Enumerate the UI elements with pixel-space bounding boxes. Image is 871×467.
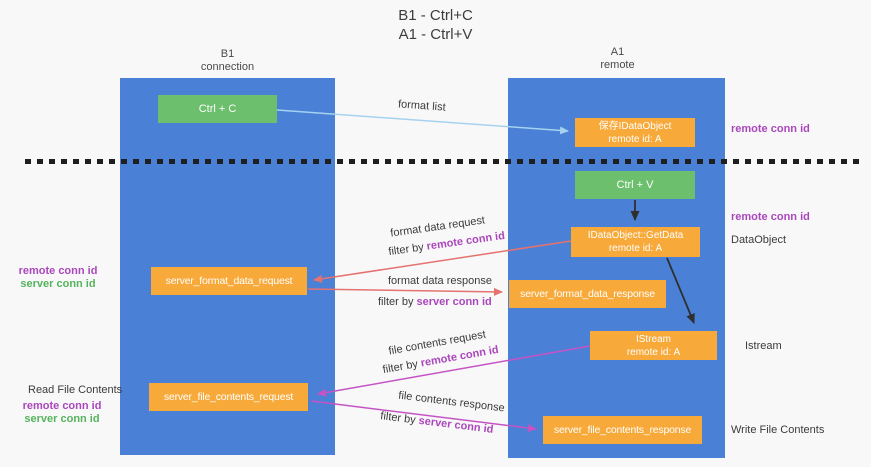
- filter-by-text: filter by: [379, 410, 417, 427]
- node-save-dataobject-line1: 保存IDataObject: [598, 120, 672, 132]
- annotation-remote-conn-id-mid: remote conn id: [731, 211, 810, 223]
- node-istream: IStream remote id: A: [590, 331, 717, 360]
- annotation-bottom-conn-group: remote conn id server conn id: [12, 400, 112, 426]
- lane-b1-role: connection: [200, 61, 255, 73]
- filter-by-text: filter by: [381, 358, 419, 377]
- annotation-left-remote-conn: remote conn id: [18, 265, 98, 277]
- annotation-dataobject: DataObject: [731, 234, 787, 246]
- node-ctrl-v: Ctrl + V: [575, 171, 695, 199]
- lane-header-a1: A1 remote: [550, 46, 685, 72]
- node-idataobject-getdata: IDataObject::GetData remote id: A: [571, 227, 700, 257]
- node-save-dataobject-line2: remote id: A: [608, 133, 662, 145]
- edge-label-format-list: format list: [397, 98, 447, 114]
- node-save-dataobject: 保存IDataObject remote id: A: [575, 118, 695, 147]
- format-request-label: server_format_data_request: [165, 275, 293, 287]
- file-request-label: server_file_contents_request: [163, 391, 294, 403]
- node-server-file-contents-request: server_file_contents_request: [149, 383, 308, 411]
- annotation-left-conn-group: remote conn id server conn id: [8, 265, 108, 291]
- node-server-file-contents-response: server_file_contents_response: [543, 416, 702, 444]
- node-server-format-data-request: server_format_data_request: [151, 267, 307, 295]
- node-server-format-data-response: server_format_data_response: [509, 280, 666, 308]
- server-conn-id-text: server conn id: [416, 296, 492, 308]
- remote-conn-id-text: remote conn id: [425, 229, 506, 253]
- edge-label-format-data-response: format data response: [388, 275, 492, 287]
- server-conn-id-text: server conn id: [417, 414, 495, 436]
- lane-b1-name: B1: [220, 48, 235, 60]
- node-getdata-line1: IDataObject::GetData: [587, 230, 684, 241]
- diagram-title: B1 - Ctrl+C A1 - Ctrl+V: [0, 6, 871, 44]
- lane-a1-name: A1: [610, 46, 625, 58]
- annotation-remote-conn-id-top: remote conn id: [731, 123, 810, 135]
- phase-divider-line: [25, 159, 862, 164]
- annotation-bottom-remote-conn: remote conn id: [22, 400, 102, 412]
- node-ctrl-c-label: Ctrl + C: [198, 103, 237, 115]
- edge-label-filter-server-1: filter by server conn id: [378, 296, 492, 308]
- edge-label-filter-server-2: filter by server conn id: [380, 410, 494, 436]
- annotation-bottom-server-conn: server conn id: [24, 413, 100, 425]
- arrow-format-data-response: [307, 287, 503, 296]
- format-response-label: server_format_data_response: [520, 288, 655, 300]
- node-ctrl-v-label: Ctrl + V: [616, 179, 654, 191]
- filter-by-text: filter by: [387, 241, 425, 259]
- annotation-left-server-conn: server conn id: [20, 278, 96, 290]
- edge-label-file-contents-response: file contents response: [397, 389, 506, 415]
- file-response-label: server_file_contents_response: [553, 424, 692, 436]
- title-line-2: A1 - Ctrl+V: [398, 26, 473, 43]
- node-ctrl-c: Ctrl + C: [158, 95, 277, 123]
- annotation-read-file-contents: Read File Contents: [28, 384, 123, 396]
- title-line-1: B1 - Ctrl+C: [398, 7, 473, 24]
- annotation-istream: Istream: [745, 340, 782, 352]
- lane-a1-role: remote: [600, 59, 635, 71]
- annotation-write-file-contents: Write File Contents: [731, 424, 825, 436]
- node-getdata-line2: remote id: A: [608, 243, 663, 254]
- lane-header-b1: B1 connection: [160, 48, 295, 74]
- node-istream-line1: IStream: [635, 333, 671, 345]
- node-istream-line2: remote id: A: [626, 346, 681, 358]
- filter-by-text: filter by: [378, 296, 414, 308]
